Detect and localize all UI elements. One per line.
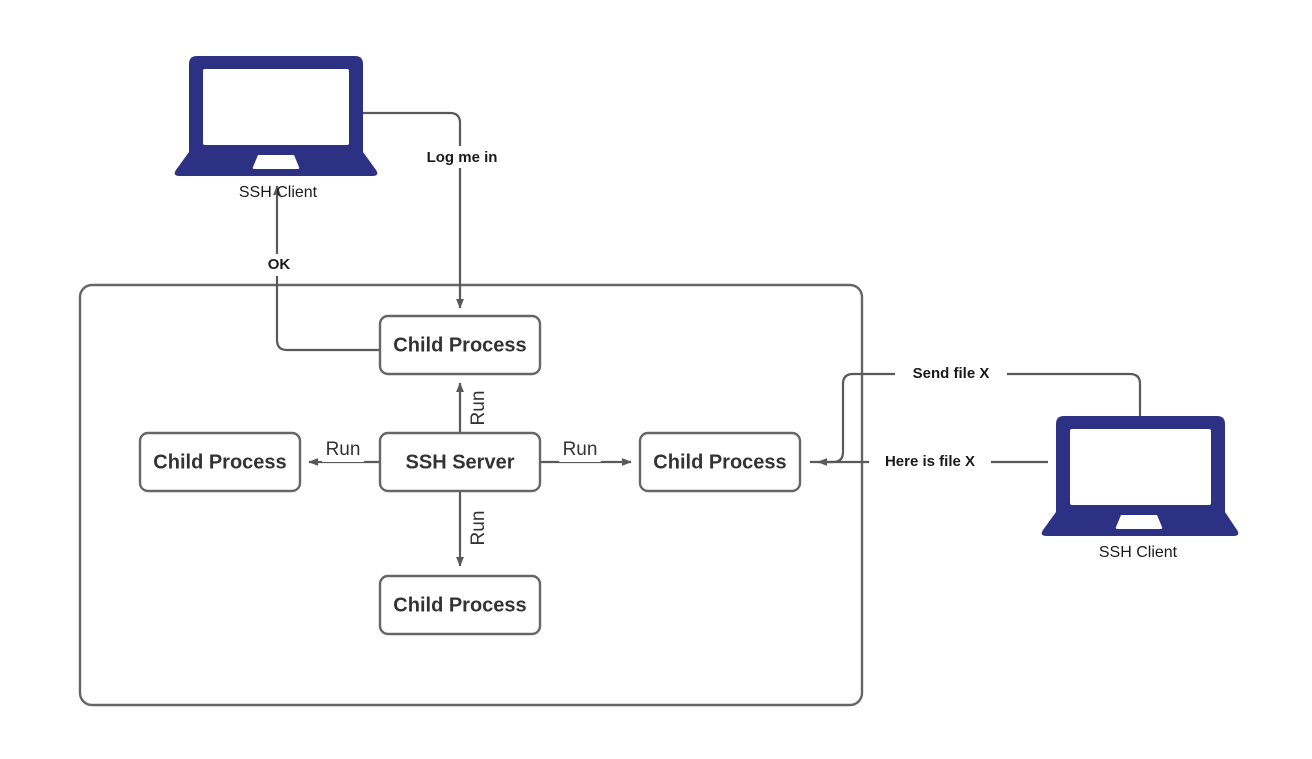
device-ssh-client-right[interactable]: SSH Client (1041, 416, 1239, 561)
edge-label-run-up: Run (468, 385, 490, 431)
node-label-child-right: Child Process (653, 451, 786, 473)
node-label-ssh-server: SSH Server (406, 451, 515, 473)
node-child-process-right[interactable]: Child Process (638, 431, 802, 493)
edge-label-run-left: Run (322, 438, 364, 462)
node-child-process-bottom[interactable]: Child Process (378, 574, 542, 636)
svg-text:Run: Run (326, 439, 361, 460)
node-ssh-server[interactable]: SSH Server (378, 431, 542, 493)
edge-login-ok (273, 185, 380, 352)
svg-text:Run: Run (563, 439, 598, 460)
node-label-child-top: Child Process (393, 334, 526, 356)
svg-text:Run: Run (468, 511, 489, 546)
edge-login-request (356, 111, 464, 309)
edge-label-login-request: Log me in (405, 146, 515, 168)
edge-label-login-ok: OK (258, 254, 298, 276)
node-label-child-bottom: Child Process (393, 594, 526, 616)
edge-label-run-down: Run (468, 505, 490, 551)
laptop-icon (174, 56, 378, 176)
laptop-icon (1041, 416, 1239, 536)
node-label-child-left: Child Process (153, 451, 286, 473)
node-child-process-left[interactable]: Child Process (138, 431, 302, 493)
edge-label-here-is-file: Here is file X (869, 451, 991, 473)
node-child-process-top[interactable]: Child Process (378, 314, 542, 376)
svg-text:Here is file X: Here is file X (885, 453, 975, 470)
svg-text:Send file X: Send file X (913, 365, 990, 382)
svg-text:Run: Run (468, 391, 489, 426)
server-host-container (78, 283, 864, 707)
device-ssh-client-top-left[interactable]: SSH Client (174, 56, 378, 202)
device-label-ssh-client-top-left: SSH Client (239, 184, 318, 201)
edge-label-run-right: Run (559, 438, 601, 462)
edge-send-file (810, 372, 1142, 464)
svg-text:Log me in: Log me in (427, 149, 498, 166)
svg-text:OK: OK (268, 256, 291, 273)
device-label-ssh-client-right: SSH Client (1099, 544, 1178, 561)
edge-label-send-file: Send file X (895, 363, 1007, 385)
